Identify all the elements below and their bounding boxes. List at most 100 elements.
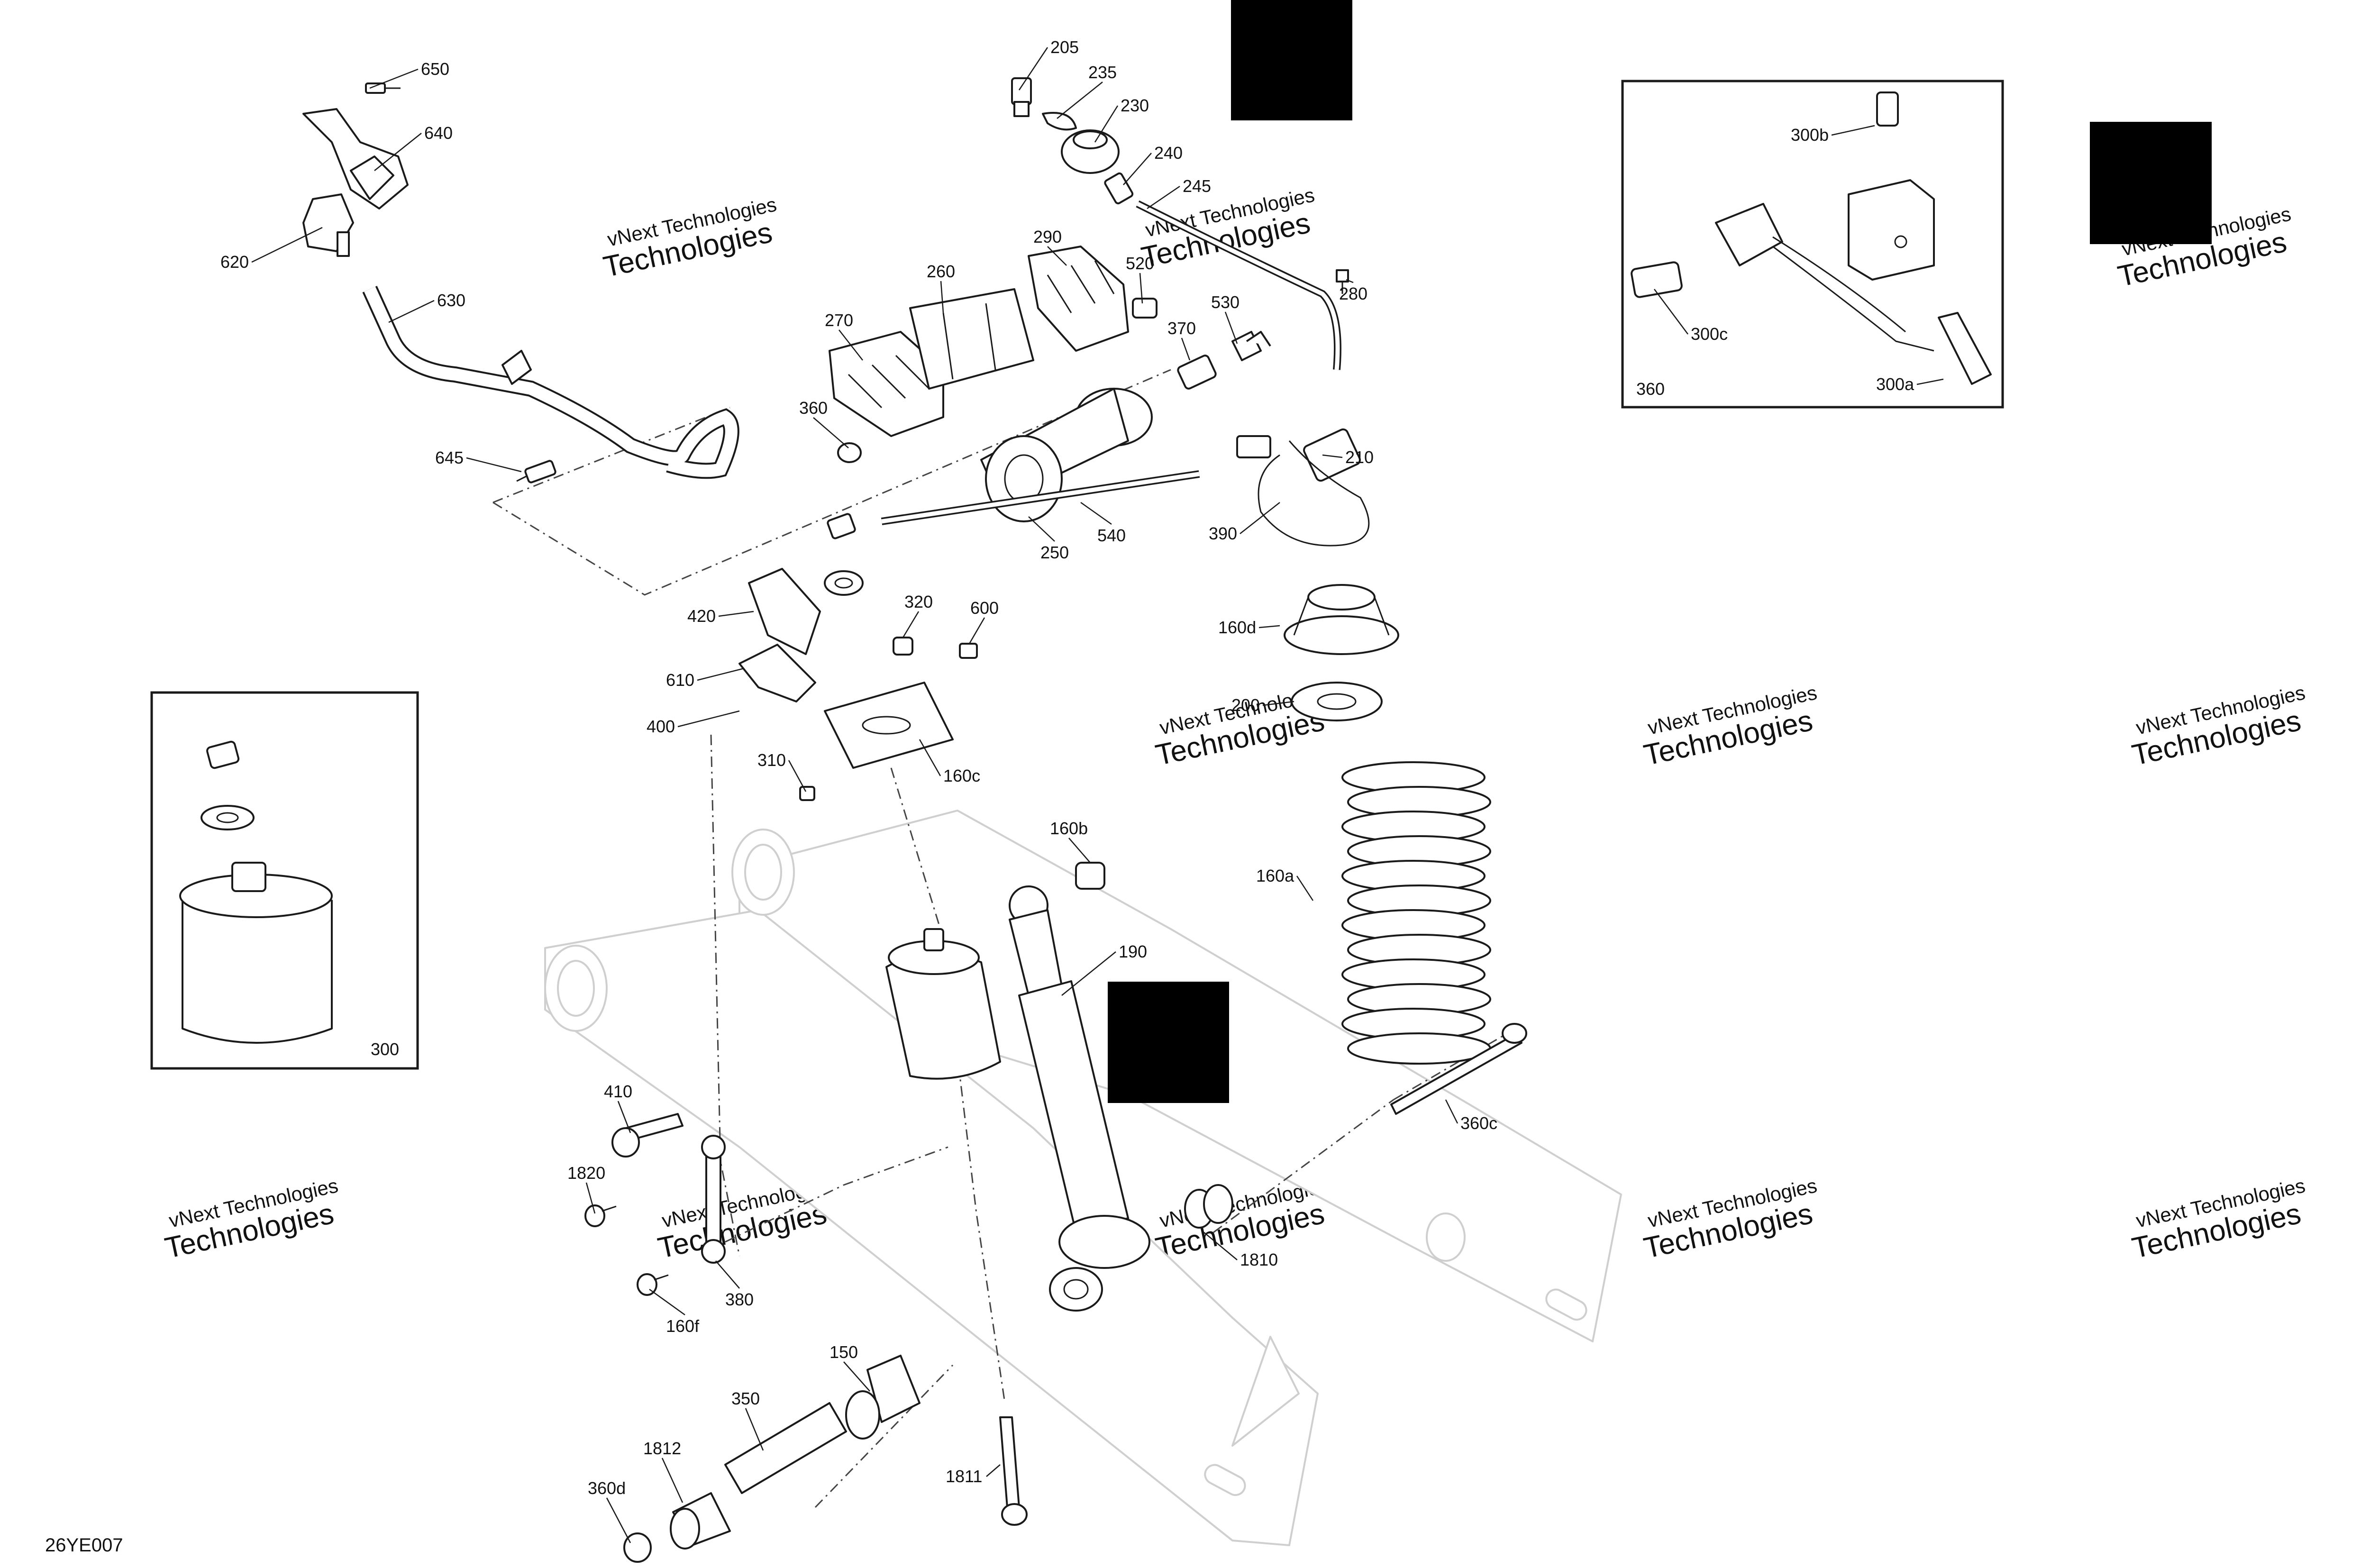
part-160f-bushing: [845, 1355, 921, 1440]
inset-300-detail: [179, 740, 333, 1044]
part-380-link: [701, 1135, 726, 1264]
part-270-cover-left: [829, 331, 944, 437]
callout-label: 1812: [643, 1439, 681, 1458]
callout-label: 360c: [1460, 1113, 1497, 1133]
leader-line: [843, 1361, 870, 1392]
leader-line: [813, 417, 849, 448]
part-1810-bushing-lower: [670, 1492, 731, 1550]
leader-line: [1181, 337, 1191, 361]
callout-label: 520: [1126, 254, 1154, 273]
callout-label: 1810: [1240, 1250, 1278, 1269]
part-200-bushing: [1075, 862, 1105, 890]
part-410-screw: [584, 1204, 617, 1227]
part-205-fitting: [1011, 77, 1032, 117]
part-160a-shock: [1009, 885, 1150, 1312]
leader-line: [1147, 185, 1180, 210]
callout-label: 320: [904, 592, 933, 611]
callout-label: 630: [437, 291, 465, 310]
part-350-bolt: [999, 1416, 1028, 1526]
part-1812-nut: [623, 1532, 652, 1563]
leader-line: [839, 329, 863, 361]
callout-label: 600: [970, 598, 999, 618]
leader-line: [466, 457, 522, 473]
leader-line: [940, 281, 944, 313]
leader-line: [1322, 454, 1343, 458]
leader-line: [606, 1497, 631, 1543]
part-360-valve: [1236, 428, 1370, 547]
leader-lines: [251, 47, 1944, 1543]
part-290-nut: [1132, 298, 1158, 319]
callout-label: 190: [1119, 942, 1147, 961]
leader-line: [1346, 279, 1354, 283]
part-520-elbow: [1231, 331, 1271, 361]
leader-line: [1094, 105, 1119, 143]
part-1810-bushing-upper: [1184, 1184, 1233, 1229]
leader-line: [1028, 516, 1055, 542]
callout-label: 280: [1339, 284, 1367, 303]
callout-label: 245: [1183, 176, 1211, 196]
part-530-coupler: [1177, 355, 1217, 390]
leader-line: [745, 1408, 764, 1451]
callout-label: 300b: [1791, 125, 1829, 145]
callout-labels: 6506406206306452052352302402452702602905…: [220, 37, 1914, 1498]
leader-line: [718, 611, 754, 617]
part-400-screw: [799, 786, 815, 801]
leader-line: [1080, 501, 1112, 525]
callout-label: 160c: [943, 766, 980, 785]
callout-label: 1820: [567, 1163, 605, 1183]
leader-line: [1262, 701, 1294, 706]
part-160c-seat: [1284, 584, 1399, 655]
callout-label: 420: [687, 606, 716, 626]
part-190-bolt: [611, 1113, 684, 1158]
leader-line: [1445, 1099, 1458, 1124]
callout-label: 390: [1209, 524, 1237, 543]
leader-line: [585, 1182, 596, 1214]
leader-line: [1203, 1232, 1238, 1260]
leader-line: [919, 739, 941, 776]
spring-coil: [1347, 1032, 1491, 1065]
leader-line: [1061, 951, 1116, 996]
leader-line: [661, 1458, 684, 1503]
callout-label: 240: [1154, 143, 1183, 163]
callout-label: 290: [1033, 227, 1062, 246]
leader-line: [1139, 273, 1143, 304]
callout-label: 380: [725, 1290, 754, 1309]
callout-label: 620: [220, 252, 249, 272]
leader-line: [1296, 875, 1314, 901]
part-620-sensor: [302, 193, 354, 257]
part-310-plate: [824, 682, 954, 769]
callout-label: 650: [421, 59, 449, 79]
part-420-nut: [893, 637, 913, 656]
part-245-line: [1136, 200, 1341, 370]
callout-label: 160d: [1218, 618, 1256, 637]
callout-label: 640: [424, 123, 453, 143]
leader-line: [677, 710, 740, 728]
callout-label: 200: [1231, 695, 1260, 715]
leader-line: [788, 760, 807, 792]
drawing-code: 26YE007: [45, 1535, 123, 1556]
part-250-rod: [881, 470, 1200, 525]
leader-line: [902, 611, 920, 638]
callout-label: 260: [927, 262, 955, 281]
leader-line: [1224, 311, 1238, 344]
leader-line: [1653, 289, 1689, 335]
part-270-cover-right: [1028, 246, 1129, 352]
part-150-sleeve: [724, 1402, 847, 1494]
callout-label: 300c: [1691, 324, 1728, 344]
callout-label: 230: [1121, 96, 1149, 115]
leader-line: [968, 617, 985, 644]
callout-label: 270: [825, 310, 853, 330]
leader-line: [1916, 378, 1944, 385]
callout-label: 1811: [946, 1467, 982, 1486]
redaction-box: [2090, 122, 2212, 244]
callout-label: 250: [1040, 543, 1069, 562]
part-640-bracket: [302, 108, 409, 210]
leader-line: [369, 68, 419, 89]
leader-line: [617, 1101, 631, 1133]
leader-line: [1047, 246, 1067, 266]
inset-label-300: 300: [371, 1039, 399, 1059]
